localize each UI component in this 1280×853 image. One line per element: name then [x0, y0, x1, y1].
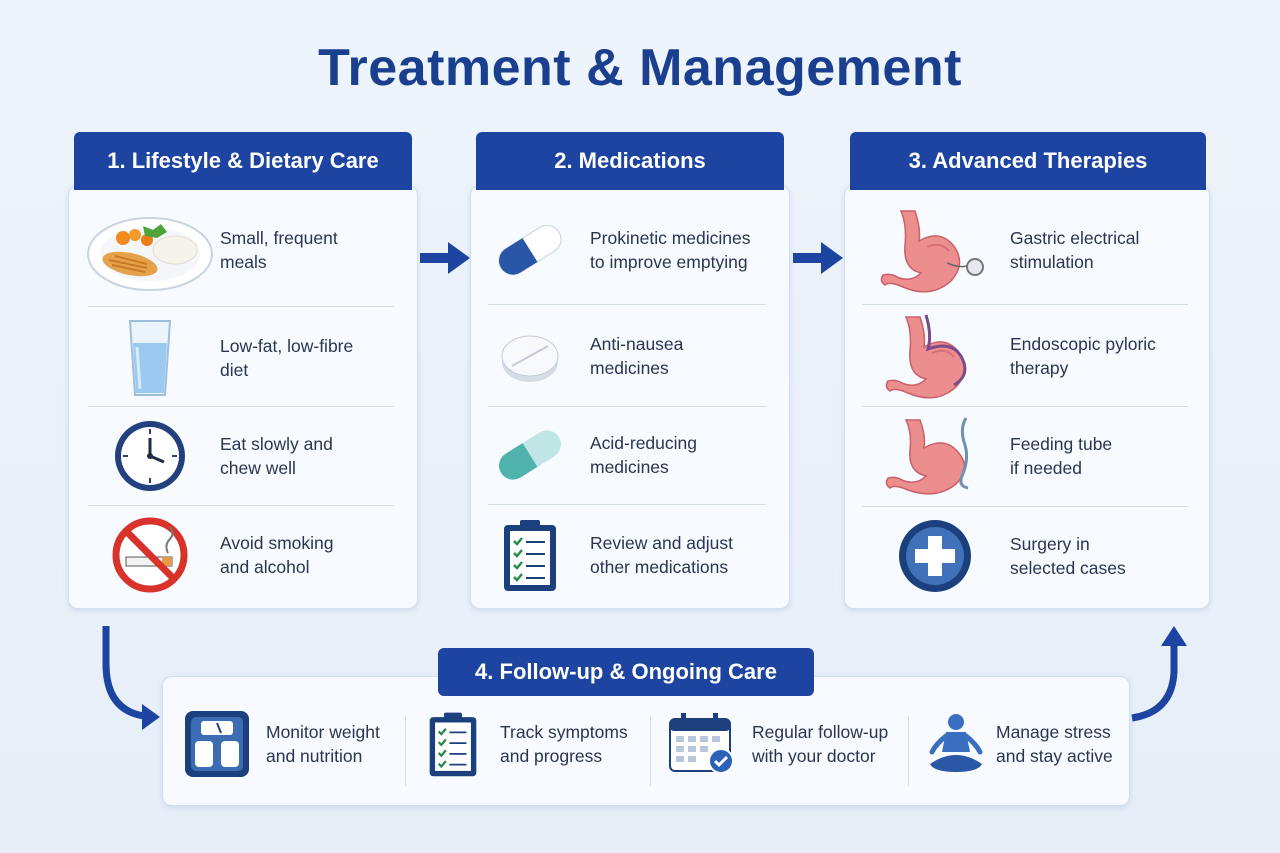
divider — [405, 716, 406, 786]
water-glass-icon — [80, 317, 220, 399]
divider — [862, 506, 1188, 507]
clipboard-checklist-icon — [470, 517, 590, 593]
divider — [88, 406, 394, 407]
weighing-scale-icon — [178, 709, 256, 779]
divider — [908, 716, 909, 786]
medications-heading: 2. Medications — [476, 132, 784, 190]
followup-heading: 4. Follow-up & Ongoing Care — [438, 648, 814, 696]
meditation-icon — [920, 712, 992, 776]
stomach-endoscope-icon — [860, 313, 1010, 399]
no-smoking-icon — [80, 515, 220, 595]
clipboard-checklist-icon — [418, 709, 488, 779]
page-title: Treatment & Management — [318, 39, 962, 97]
capsule-blue-icon — [470, 215, 590, 285]
arrow-right-icon — [420, 242, 470, 274]
divider — [862, 304, 1188, 305]
clock-icon — [80, 418, 220, 494]
divider — [650, 716, 651, 786]
stomach-feeding-tube-icon — [860, 416, 1010, 496]
medical-cross-icon — [860, 518, 1010, 594]
calendar-check-icon — [664, 711, 740, 777]
lifestyle-heading: 1. Lifestyle & Dietary Care — [74, 132, 412, 190]
arrow-right-icon — [793, 242, 843, 274]
divider — [488, 304, 766, 305]
curved-arrow-icon — [102, 626, 160, 730]
divider — [488, 504, 766, 505]
curved-arrow-icon — [1131, 626, 1187, 722]
divider — [488, 406, 766, 407]
capsule-teal-icon — [470, 420, 590, 490]
advanced-therapies-heading: 3. Advanced Therapies — [850, 132, 1206, 190]
meal-plate-icon — [80, 208, 220, 292]
stomach-stimulator-icon — [860, 207, 1010, 293]
divider — [88, 306, 394, 307]
divider — [88, 505, 394, 506]
tablet-icon — [470, 326, 590, 386]
divider — [862, 406, 1188, 407]
